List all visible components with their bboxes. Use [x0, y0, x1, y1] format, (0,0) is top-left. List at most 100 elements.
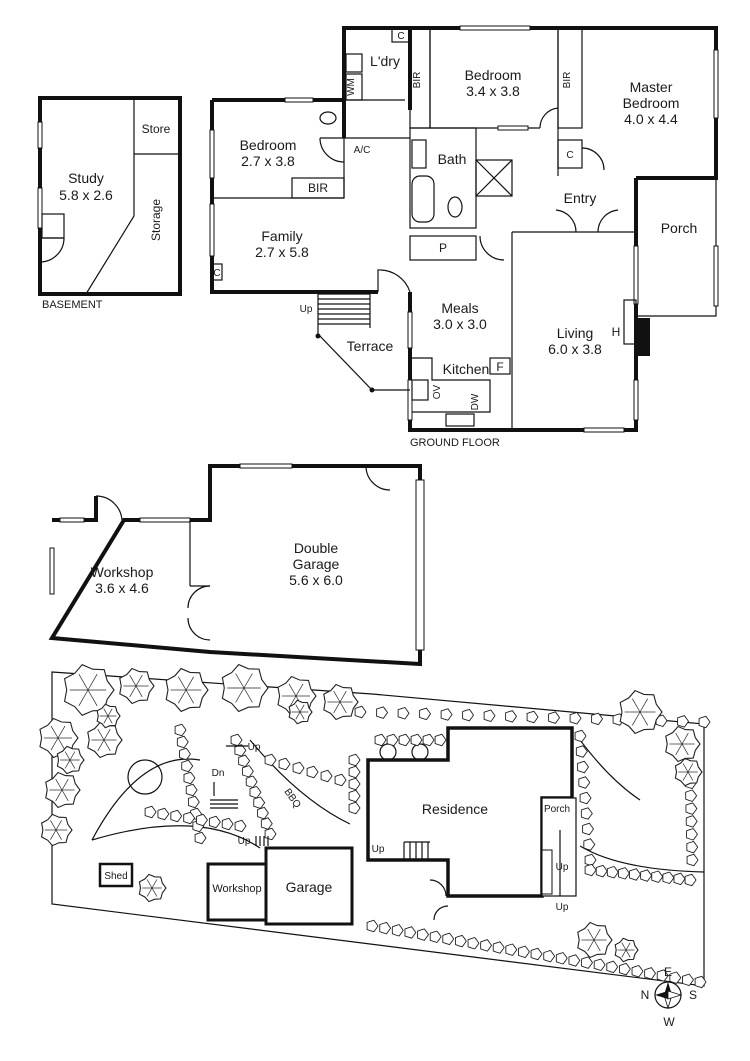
shrub — [454, 934, 467, 948]
storage-label: Storage — [149, 199, 163, 241]
up-label: Up — [300, 304, 313, 315]
shrub — [174, 723, 187, 737]
shrub — [685, 789, 698, 802]
window — [209, 203, 215, 257]
residence-label: Residence — [422, 801, 488, 817]
master-bedroom-dims: 4.0 x 4.4 — [624, 111, 678, 127]
shrub — [629, 868, 641, 881]
shrub — [686, 853, 699, 867]
bath-label: Bath — [438, 151, 467, 167]
garage-label-2: Garage — [293, 556, 340, 572]
shrub — [292, 761, 305, 775]
shrub — [548, 711, 561, 724]
shrub — [374, 733, 387, 747]
c-label: C — [213, 268, 220, 279]
shrub — [568, 954, 581, 967]
shrub — [656, 969, 669, 982]
bedroom-mid-label: Bedroom — [465, 67, 522, 83]
shrub — [379, 921, 392, 935]
bir-label: BIR — [412, 72, 423, 89]
shrub — [306, 765, 319, 779]
shrub — [595, 864, 608, 878]
window — [59, 517, 85, 523]
shrub — [530, 947, 543, 961]
shrub — [196, 813, 208, 827]
family-label: Family — [261, 228, 302, 244]
study-dims: 5.8 x 2.6 — [59, 187, 113, 203]
up-label: Up — [248, 742, 261, 753]
window — [209, 129, 215, 179]
window — [139, 517, 191, 523]
up-label: Up — [372, 844, 385, 855]
shrub — [181, 759, 194, 773]
shrub — [194, 831, 207, 845]
shrub — [397, 706, 410, 720]
shrub — [617, 867, 630, 880]
shrub — [584, 853, 597, 867]
window — [407, 379, 413, 421]
living-dims: 6.0 x 3.8 — [548, 341, 602, 357]
window — [633, 245, 639, 305]
shrub — [187, 795, 200, 809]
meals-dims: 3.0 x 3.0 — [433, 316, 487, 332]
shrub — [348, 765, 361, 779]
shrub — [434, 733, 447, 747]
dishwasher-label: DW — [470, 393, 481, 410]
up-label: Up — [556, 862, 569, 873]
shrub — [376, 706, 389, 719]
fridge-label: F — [496, 360, 503, 374]
shrub — [580, 807, 593, 820]
shrub — [694, 975, 707, 989]
shrub — [644, 967, 657, 980]
shrub — [348, 753, 361, 767]
shrub — [404, 926, 417, 939]
shrub — [264, 753, 277, 767]
shrub — [442, 932, 455, 946]
shrub — [391, 924, 404, 937]
shrub — [483, 709, 496, 723]
shrub — [170, 809, 183, 823]
bedroom-left-dims: 2.7 x 3.8 — [241, 153, 295, 169]
shrub — [581, 956, 594, 969]
shrub — [230, 733, 243, 747]
workshop-label: Workshop — [91, 564, 154, 580]
shrub — [183, 811, 196, 825]
shrub — [593, 958, 606, 972]
ground-floor-caption: GROUND FLOOR — [410, 437, 500, 449]
shrub — [606, 960, 619, 974]
window — [37, 121, 43, 149]
shrub — [685, 802, 698, 815]
site-workshop-label: Workshop — [212, 883, 261, 895]
shrub — [677, 715, 690, 728]
shrub — [348, 801, 361, 815]
master-bedroom-label: Master — [630, 79, 673, 95]
window — [713, 245, 719, 307]
porch-label: Porch — [661, 220, 698, 236]
window — [713, 49, 719, 119]
shrub — [492, 941, 505, 954]
entry-label: Entry — [564, 190, 597, 206]
shrub — [673, 872, 686, 886]
pantry-label: P — [439, 241, 447, 255]
shrub — [686, 840, 699, 854]
window — [459, 25, 531, 31]
wm-label: WM — [346, 78, 357, 96]
shrub — [582, 822, 595, 836]
up-label: Up — [238, 836, 251, 847]
shrub — [526, 710, 539, 724]
shrub — [462, 708, 475, 722]
shrub — [157, 807, 170, 821]
svg-text:C: C — [397, 31, 404, 42]
shrub — [686, 828, 698, 841]
shrub — [257, 806, 269, 820]
shrub — [241, 765, 254, 778]
shrub — [574, 729, 587, 743]
shrub — [278, 757, 291, 771]
kitchen-label: Kitchen — [443, 361, 490, 377]
shrub — [669, 971, 682, 984]
window — [497, 125, 529, 131]
shrub — [334, 773, 347, 787]
shed-label: Shed — [104, 871, 127, 882]
shrub — [354, 705, 367, 719]
compass: E N S W — [641, 965, 697, 1029]
